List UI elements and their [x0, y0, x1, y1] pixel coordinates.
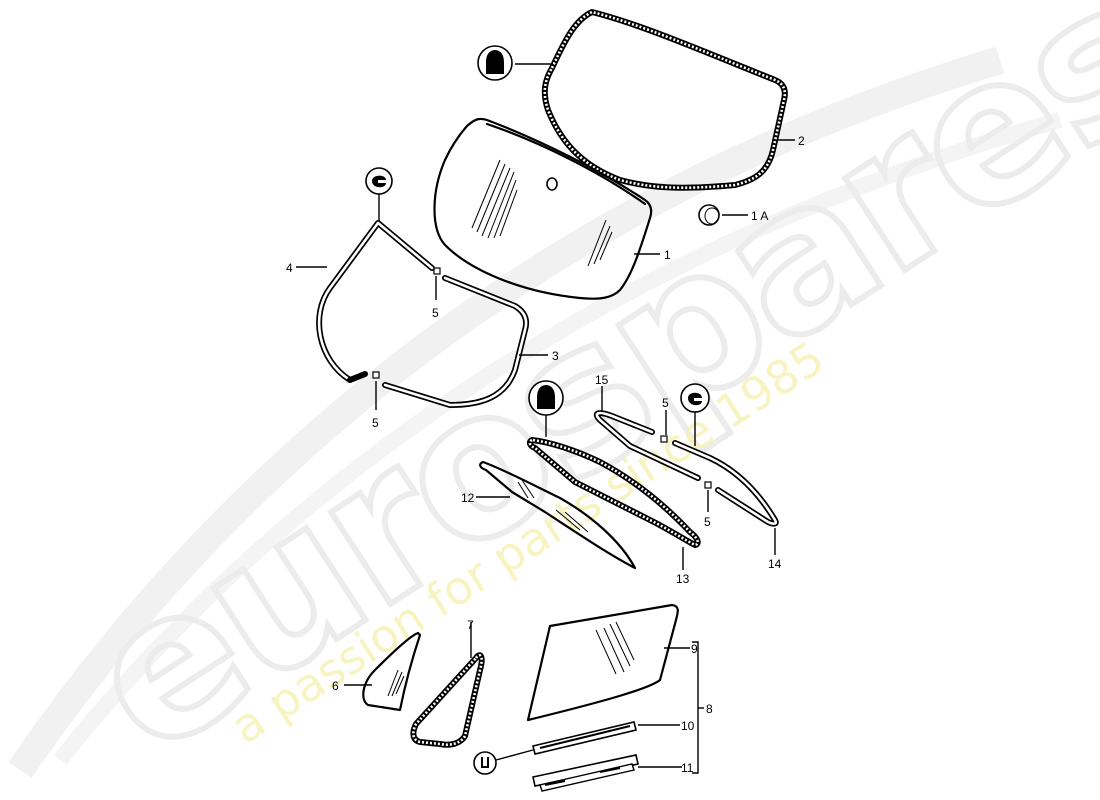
label-14: 14 [768, 557, 782, 571]
label-2: 2 [798, 134, 805, 148]
part-13-side-seal[interactable]: 13 [526, 437, 701, 586]
part-6-quarter-glass[interactable]: 6 [332, 631, 422, 712]
label-15: 15 [595, 373, 609, 387]
part-1-windshield-glass[interactable]: 1 [433, 117, 671, 300]
label-3: 3 [552, 349, 559, 363]
label-8: 8 [706, 702, 713, 716]
label-5-d: 5 [704, 515, 711, 529]
label-6: 6 [332, 679, 339, 693]
label-1a: 1 A [751, 209, 768, 223]
label-7: 7 [467, 618, 474, 632]
label-9: 9 [691, 642, 698, 656]
part-9-door-glass[interactable]: 9 [526, 603, 698, 722]
adhesive-clip-icon [680, 383, 710, 446]
label-12: 12 [461, 491, 475, 505]
label-4: 4 [286, 261, 293, 275]
part-3-4-window-frame[interactable]: 4 5 3 5 [286, 220, 559, 430]
part-11-lift-rail[interactable]: 11 [532, 754, 694, 792]
label-5-b: 5 [372, 416, 379, 430]
sealant-tube-icon [477, 45, 513, 81]
part-1a-plug[interactable]: 1 A [698, 204, 768, 226]
label-1: 1 [664, 248, 671, 262]
label-5-c: 5 [662, 396, 669, 410]
sealant-tube-icon [528, 380, 564, 437]
adhesive-clip-icon [365, 167, 393, 222]
label-11: 11 [681, 761, 694, 775]
part-2-windshield-seal[interactable]: 2 [515, 9, 805, 191]
glue-bottle-icon [473, 749, 534, 775]
part-14-15-trim[interactable]: 15 5 5 14 [593, 373, 782, 571]
label-13: 13 [676, 572, 690, 586]
part-12-side-glass[interactable]: 12 [461, 460, 637, 570]
part-10-glass-channel[interactable]: 10 [532, 719, 695, 755]
part-7-quarter-seal[interactable]: 7 [410, 618, 485, 748]
label-10: 10 [681, 719, 695, 733]
watermark-brand: eurospares [49, 0, 1100, 800]
label-5-a: 5 [432, 306, 439, 320]
bracket-8: 8 [692, 641, 713, 774]
